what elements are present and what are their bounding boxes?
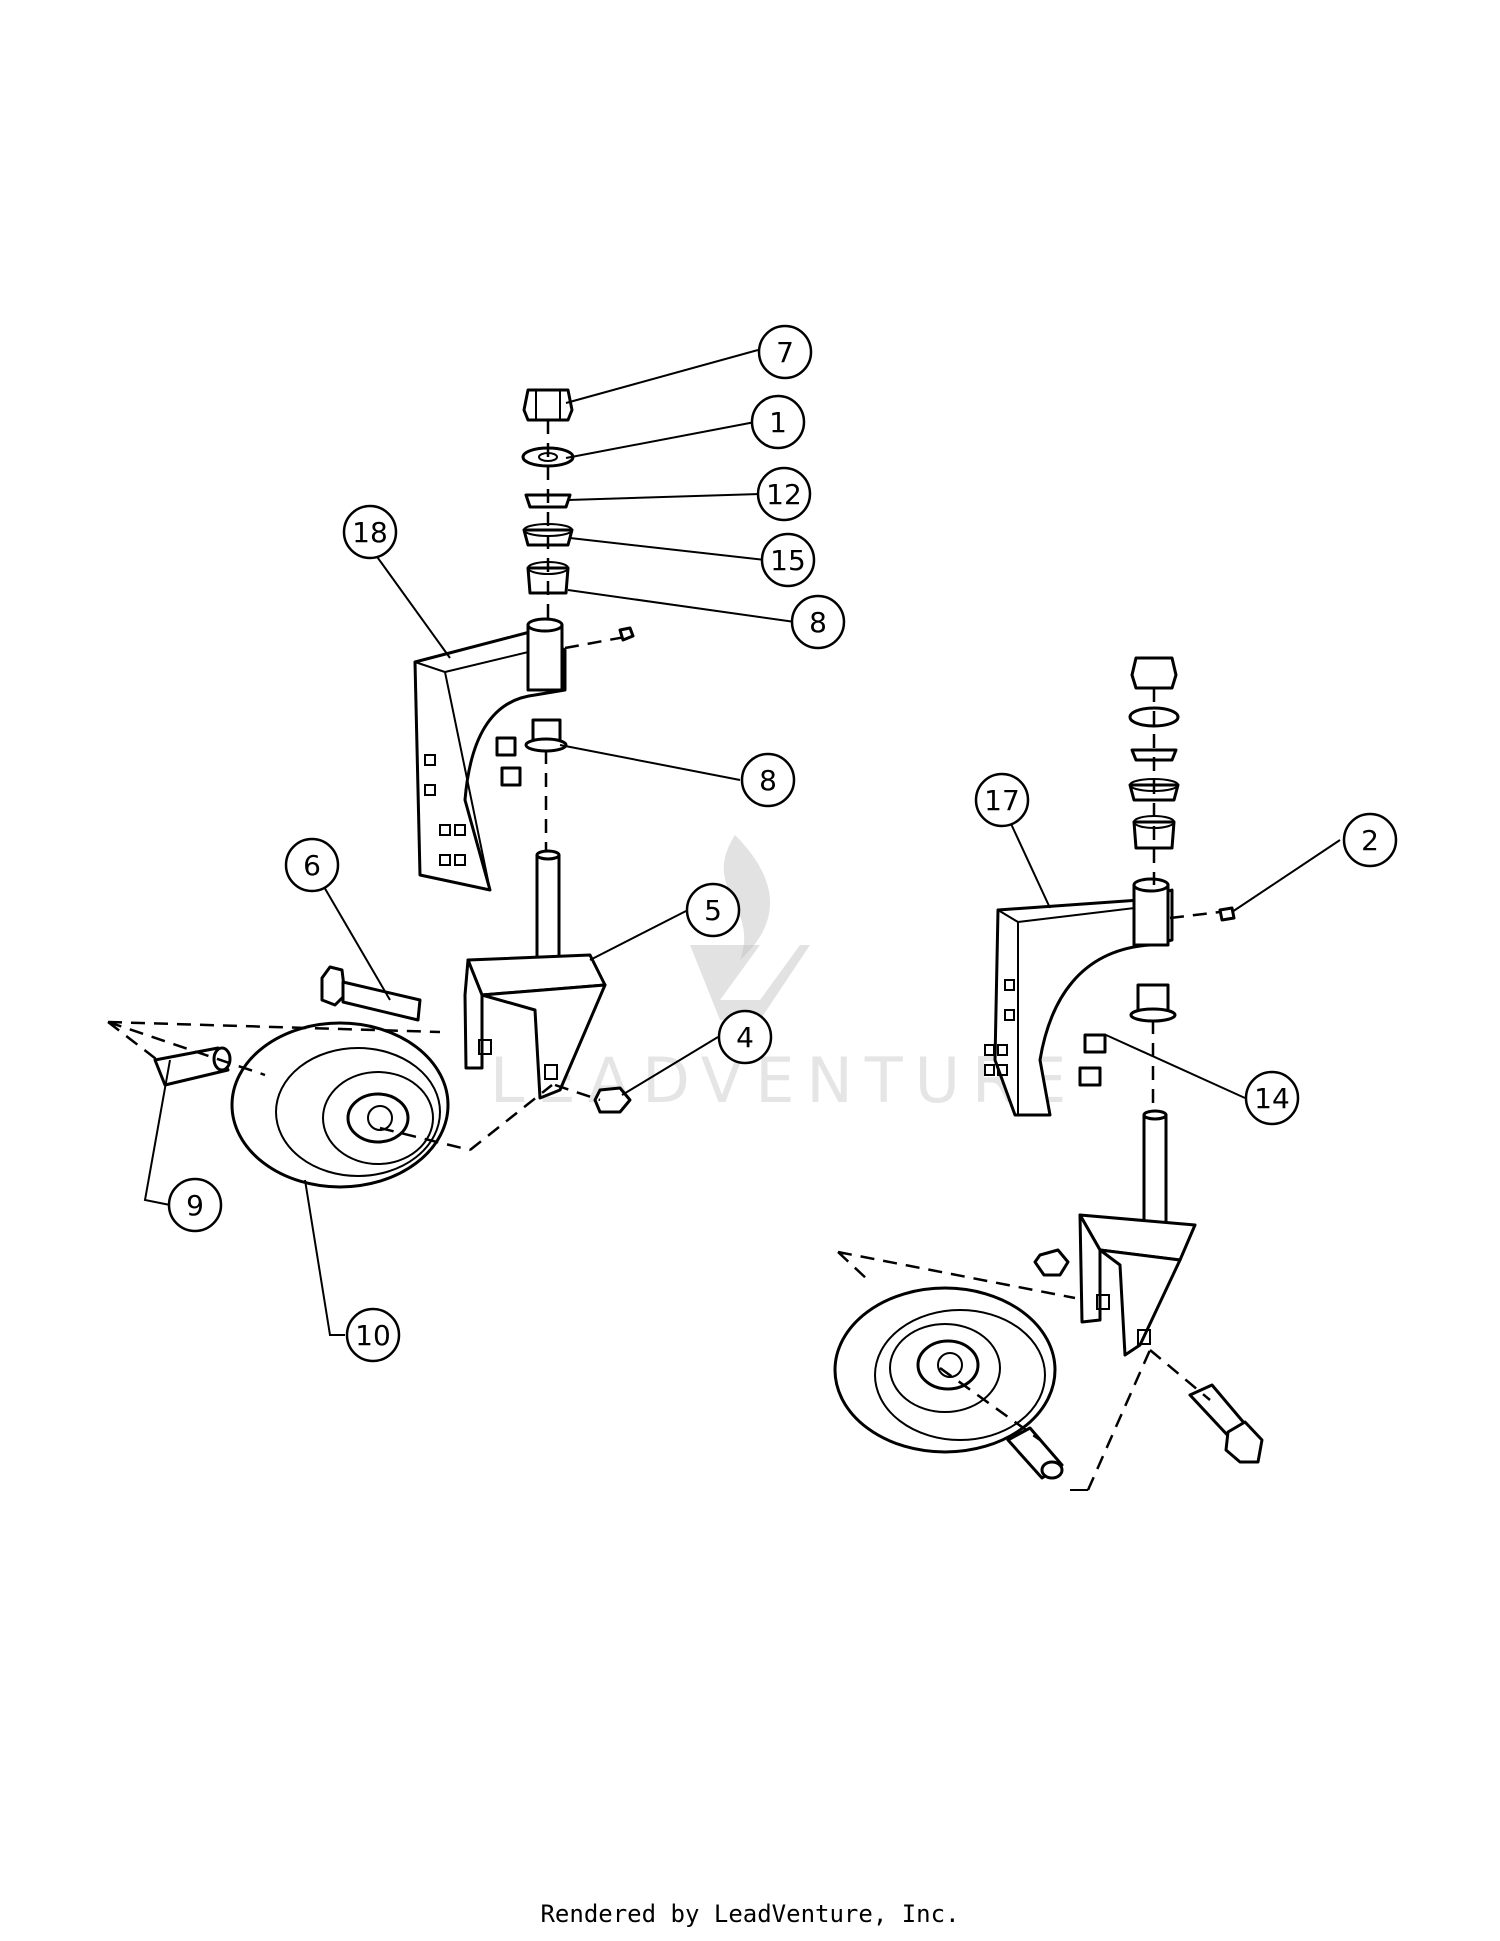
watermark-text: LEADVENTURE <box>490 1044 1078 1117</box>
svg-text:8: 8 <box>759 764 777 797</box>
left-caster-assembly <box>107 388 635 1189</box>
callout-1: 1 <box>750 394 806 450</box>
svg-text:7: 7 <box>776 336 794 369</box>
callout-18: 18 <box>342 504 398 560</box>
left-mounting-bracket <box>413 617 567 892</box>
svg-text:5: 5 <box>704 894 722 927</box>
right-axle-bolt <box>1188 1383 1264 1464</box>
right-caster-yoke <box>1078 1109 1197 1357</box>
right-caster-assembly <box>833 656 1264 1491</box>
callout-17: 17 <box>974 772 1030 828</box>
callout-9: 9 <box>167 1177 223 1233</box>
right-mounting-bracket <box>984 877 1174 1117</box>
callout-15: 15 <box>760 532 816 588</box>
callout-14: 14 <box>1244 1070 1300 1126</box>
svg-text:6: 6 <box>303 849 321 882</box>
svg-text:17: 17 <box>984 784 1020 817</box>
callout-8-upper: 8 <box>790 594 846 650</box>
footer-credit: Rendered by LeadVenture, Inc. <box>540 1900 960 1928</box>
hex-nut <box>522 388 574 422</box>
callout-7: 7 <box>757 324 813 380</box>
set-screw <box>618 626 635 642</box>
svg-text:8: 8 <box>809 606 827 639</box>
bracket-bolts <box>495 736 522 787</box>
callout-8-lower: 8 <box>740 752 796 808</box>
callout-12: 12 <box>756 466 812 522</box>
svg-text:12: 12 <box>766 478 802 511</box>
right-hardware-stack <box>1128 656 1180 850</box>
svg-text:15: 15 <box>770 544 806 577</box>
upper-bushing <box>526 566 570 595</box>
svg-text:2: 2 <box>1361 824 1379 857</box>
callout-6: 6 <box>284 837 340 893</box>
leadventure-watermark: LEADVENTURE <box>490 835 1078 1117</box>
pivot-tube <box>526 623 564 692</box>
svg-text:1: 1 <box>769 406 787 439</box>
svg-text:4: 4 <box>736 1021 754 1054</box>
svg-text:10: 10 <box>355 1319 391 1352</box>
svg-text:14: 14 <box>1254 1082 1290 1115</box>
callout-4: 4 <box>717 1009 773 1065</box>
svg-text:18: 18 <box>352 516 388 549</box>
callout-10: 10 <box>345 1307 401 1363</box>
right-set-screw <box>1218 906 1236 922</box>
left-caster-yoke <box>463 849 607 1100</box>
callout-2: 2 <box>1342 812 1398 868</box>
left-locknut <box>593 1086 632 1114</box>
left-wheel <box>230 1021 450 1189</box>
svg-text:9: 9 <box>186 1189 204 1222</box>
callout-5: 5 <box>685 882 741 938</box>
right-locknut <box>1033 1248 1070 1277</box>
left-axle-bolt <box>320 965 422 1022</box>
